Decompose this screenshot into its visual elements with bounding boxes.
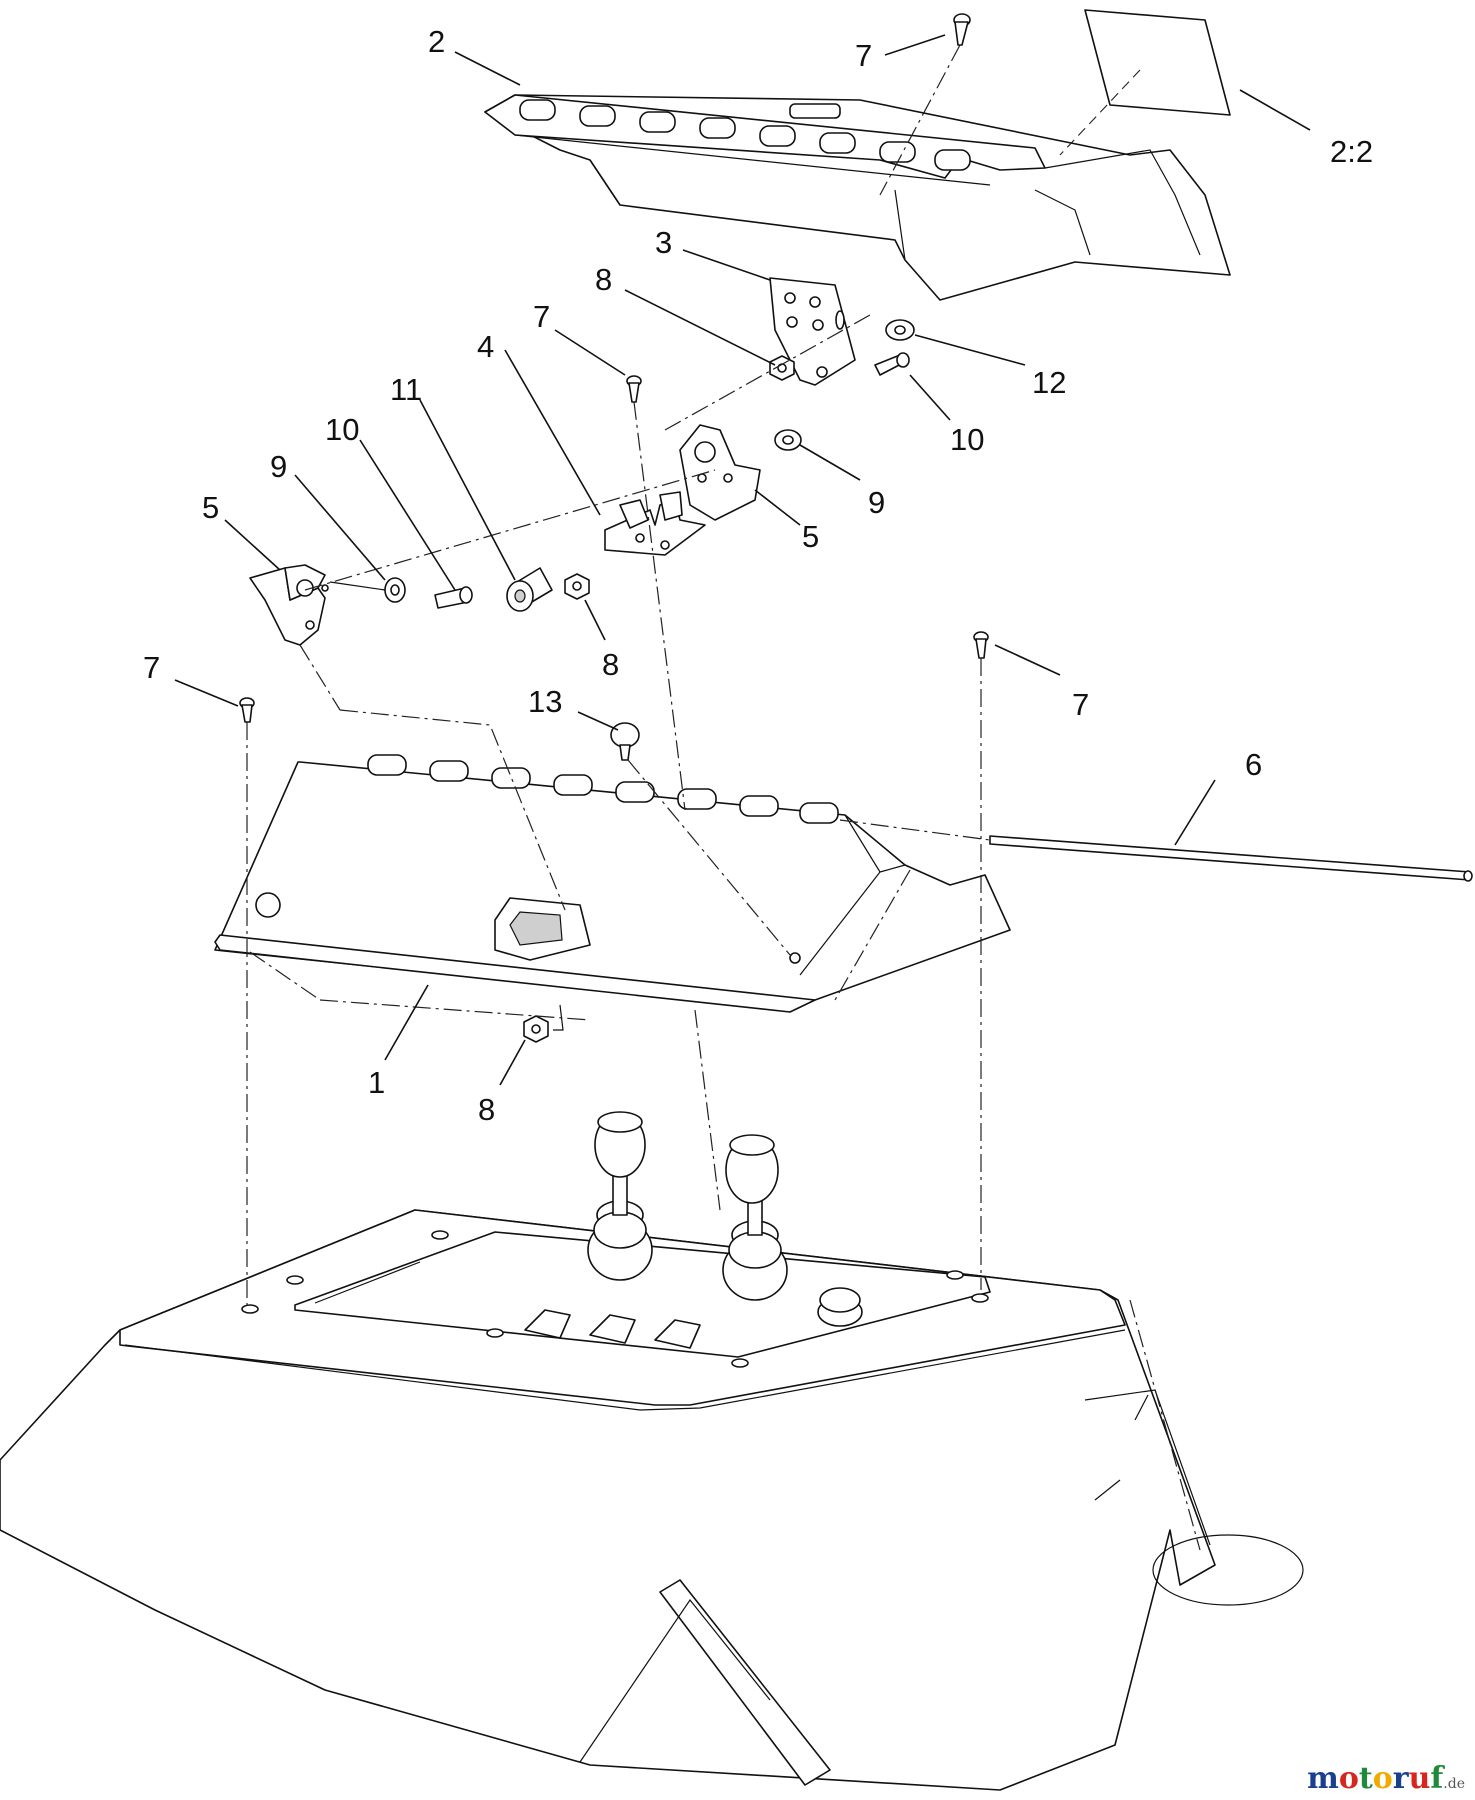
nut-part-8-middle (564, 573, 590, 600)
callout-labels: 2 2:2 7 3 8 12 10 7 4 11 10 9 5 9 5 8 7 … (143, 24, 1373, 1127)
nut-part-8-lower (523, 1015, 549, 1043)
rod-part-6 (989, 835, 1473, 882)
callout-7-left: 7 (143, 650, 160, 685)
hinge-bracket-part-5-right (679, 424, 761, 521)
callout-2: 2 (428, 24, 445, 59)
rivet-part-7-upper-middle (626, 375, 642, 403)
callout-8-upper: 8 (595, 262, 612, 297)
callout-5-left: 5 (202, 490, 219, 525)
stop-button (817, 1287, 863, 1327)
callout-4: 4 (477, 329, 494, 364)
callout-9-right: 9 (868, 485, 885, 520)
console-cover-part-1 (214, 754, 1011, 1013)
watermark-brand: motoruf (1307, 1761, 1444, 1796)
washer-part-9-right (774, 429, 802, 451)
callout-9-left: 9 (270, 449, 287, 484)
leader-lines (174, 34, 1311, 1086)
callout-10-left: 10 (325, 412, 359, 447)
callout-8-middle: 8 (602, 647, 619, 682)
control-panel-recess (294, 1231, 991, 1358)
joystick-left (587, 1111, 653, 1281)
callout-13: 13 (528, 684, 562, 719)
bracket-part-4 (604, 491, 706, 556)
callout-6: 6 (1245, 747, 1262, 782)
watermark-suffix: .de (1443, 1776, 1465, 1792)
bolt-part-10-left (434, 586, 473, 609)
callout-7-right: 7 (1072, 687, 1089, 722)
hinge-plate-part-3 (769, 277, 856, 386)
assembly-guide-lines (246, 44, 1201, 1551)
watermark-logo: motoruf.de (1307, 1761, 1465, 1796)
knob-part-13 (610, 722, 640, 761)
cover-panel-part-2 (484, 9, 1231, 301)
hinge-bracket-part-5-left (249, 564, 329, 646)
callout-1: 1 (368, 1065, 385, 1100)
decal-part-2-2 (1084, 9, 1231, 116)
washer-part-9-left (384, 577, 406, 603)
callout-7-upper-middle: 7 (533, 299, 550, 334)
callout-11: 11 (390, 372, 422, 407)
cover-hinge-knuckles (519, 99, 971, 171)
callout-2-2: 2:2 (1330, 134, 1373, 169)
joystick-right (722, 1134, 788, 1301)
washer-part-12 (885, 319, 915, 341)
callout-8-lower: 8 (478, 1092, 495, 1127)
nut-part-8-upper (769, 355, 795, 381)
bolt-part-10-right (874, 352, 910, 376)
callout-7-top: 7 (855, 38, 872, 73)
control-box-base (0, 1111, 1304, 1791)
spacer-part-11 (506, 567, 553, 612)
rivet-part-7-left (239, 697, 255, 723)
rivet-part-7-right (973, 631, 989, 659)
callout-5-right: 5 (802, 519, 819, 554)
callout-3: 3 (655, 225, 672, 260)
toggle-switches (524, 1309, 701, 1349)
callout-12: 12 (1032, 365, 1066, 400)
rivet-part-7-top (953, 13, 971, 46)
callout-10-right: 10 (950, 422, 984, 457)
